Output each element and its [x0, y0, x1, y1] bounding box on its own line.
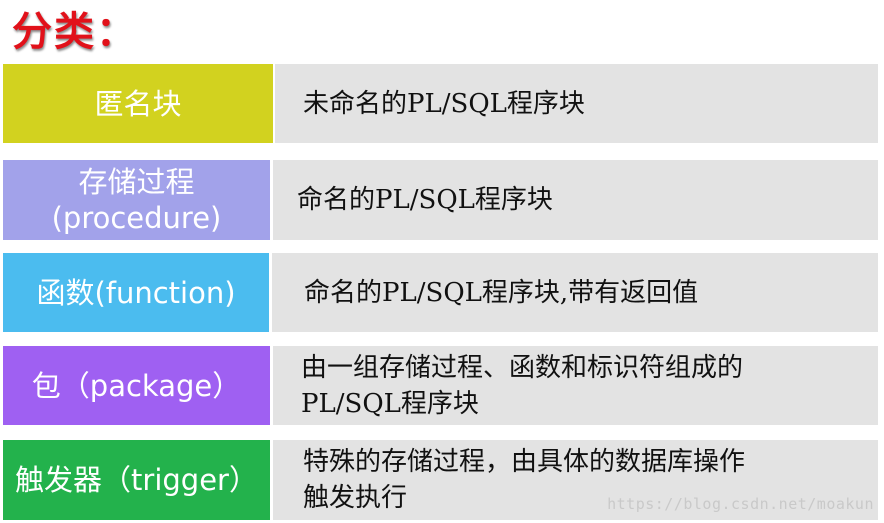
watermark: https://blog.csdn.net/moakun — [607, 495, 874, 513]
category-label: 触发器（trigger） — [15, 463, 258, 497]
category-description: 特殊的存储过程，由具体的数据库操作 触发执行 — [303, 447, 746, 513]
category-description-box: 未命名的PL/SQL程序块 — [275, 64, 878, 143]
category-row-anonymous-block: 匿名块 未命名的PL/SQL程序块 — [0, 64, 884, 143]
category-description: 由一组存储过程、函数和标识符组成的 PL/SQL程序块 — [301, 352, 744, 419]
category-label-box: 存储过程 (procedure) — [3, 160, 270, 240]
category-description-box: 特殊的存储过程，由具体的数据库操作 触发执行 — [273, 440, 878, 520]
category-description-box: 由一组存储过程、函数和标识符组成的 PL/SQL程序块 — [273, 346, 878, 425]
category-description: 未命名的PL/SQL程序块 — [303, 88, 585, 119]
category-description: 命名的PL/SQL程序块 — [297, 185, 553, 215]
category-row-procedure: 存储过程 (procedure) 命名的PL/SQL程序块 — [0, 160, 884, 240]
category-label: 匿名块 — [94, 86, 182, 121]
category-row-package: 包（package） 由一组存储过程、函数和标识符组成的 PL/SQL程序块 — [0, 346, 884, 425]
category-row-function: 函数(function) 命名的PL/SQL程序块,带有返回值 — [0, 253, 884, 332]
category-label: 函数(function) — [36, 275, 236, 310]
category-description-box: 命名的PL/SQL程序块 — [273, 160, 878, 240]
category-label-box: 函数(function) — [3, 253, 269, 332]
category-label-box: 匿名块 — [3, 64, 273, 143]
category-description-box: 命名的PL/SQL程序块,带有返回值 — [272, 253, 878, 332]
category-label: 包（package） — [31, 368, 242, 403]
category-row-trigger: 触发器（trigger） 特殊的存储过程，由具体的数据库操作 触发执行 — [0, 440, 884, 520]
category-label-box: 包（package） — [3, 346, 270, 425]
category-description: 命名的PL/SQL程序块,带有返回值 — [304, 277, 699, 308]
category-label-sub: (procedure) — [51, 201, 222, 235]
category-label-box: 触发器（trigger） — [3, 440, 270, 520]
category-label: 存储过程 — [78, 165, 195, 199]
page-title: 分类： — [12, 9, 138, 55]
